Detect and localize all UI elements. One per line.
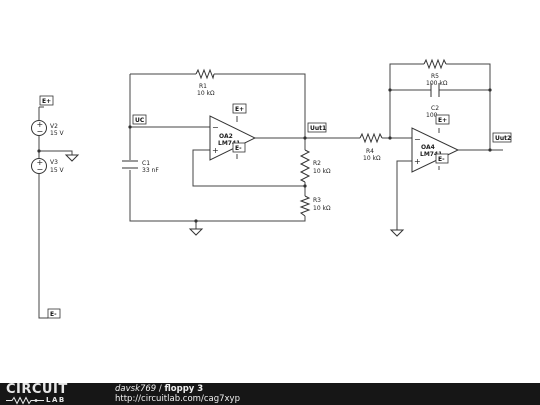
- circuit-title: davsk769 / floppy 3: [115, 384, 203, 394]
- footer-bar: CIRCUIT LAB davsk769 / floppy 3 http://c…: [0, 383, 540, 405]
- r3-value-label: 10 kΩ: [313, 205, 331, 212]
- svg-text:+: +: [414, 157, 421, 166]
- net-tag-uut2[interactable]: Uut2: [492, 132, 512, 143]
- v2-name-label: V2: [50, 123, 58, 130]
- supply-section: [38, 106, 73, 319]
- stage-two-wiring: [382, 63, 503, 230]
- net-tag-e-minus-oa4[interactable]: E-: [435, 153, 449, 164]
- r1-value-label: 10 kΩ: [197, 90, 215, 97]
- oa2-name-label: OA2: [219, 133, 233, 140]
- ground-symbol-supply: [64, 154, 80, 162]
- svg-text:−: −: [37, 127, 44, 136]
- svg-text:E-: E-: [438, 156, 445, 163]
- svg-text:E-: E-: [50, 311, 57, 318]
- voltage-source-v3[interactable]: + − V3 15 V: [31, 158, 65, 174]
- capacitor-c2[interactable]: C2 100: [426, 83, 440, 119]
- svg-text:−: −: [37, 165, 44, 174]
- oa4-model-label: LM741: [420, 151, 442, 158]
- svg-text:E+: E+: [438, 117, 447, 124]
- svg-text:+: +: [37, 158, 44, 167]
- svg-text:+: +: [37, 120, 44, 129]
- op-amp-oa4[interactable]: − + OA4 LM741: [411, 127, 460, 173]
- circuitlab-logo[interactable]: CIRCUIT: [6, 382, 68, 397]
- v3-name-label: V3: [50, 159, 58, 166]
- title-separator: /: [156, 384, 165, 394]
- r4-value-label: 10 kΩ: [363, 155, 381, 162]
- r5-name-label: R5: [431, 73, 439, 80]
- resistor-r4[interactable]: R4 10 kΩ: [359, 132, 383, 162]
- r1-name-label: R1: [199, 83, 207, 90]
- net-tag-uut1[interactable]: Uut1: [307, 122, 327, 133]
- voltage-source-v2[interactable]: + − V2 15 V: [31, 120, 65, 137]
- resistor-r3[interactable]: R3 10 kΩ: [299, 195, 331, 217]
- r4-name-label: R4: [366, 148, 374, 155]
- net-tag-uc[interactable]: UC: [132, 114, 147, 125]
- oa4-name-label: OA4: [421, 144, 435, 151]
- net-tag-e-minus-oa2[interactable]: E-: [232, 142, 246, 153]
- author-link[interactable]: davsk769: [115, 384, 157, 394]
- resistor-logo-icon: [6, 396, 44, 405]
- circuit-schematic: + − V2 15 V + − V3 15 V E+ E-: [31, 58, 512, 319]
- circuitlab-logo-sub: LAB: [6, 396, 86, 405]
- oa2-model-label: LM741: [218, 140, 240, 147]
- project-name: floppy 3: [164, 384, 204, 394]
- svg-text:Uut2: Uut2: [495, 135, 511, 142]
- r2-name-label: R2: [313, 160, 321, 167]
- svg-text:E+: E+: [235, 106, 244, 113]
- net-tag-e-plus-oa4[interactable]: E+: [435, 114, 450, 125]
- c2-name-label: C2: [431, 105, 439, 112]
- c1-name-label: C1: [142, 160, 150, 167]
- svg-text:UC: UC: [135, 117, 145, 124]
- r5-value-label: 100 kΩ: [426, 80, 448, 87]
- v3-value-label: 15 V: [50, 167, 65, 174]
- svg-text:Uut1: Uut1: [310, 125, 326, 132]
- net-tag-e-plus-supply[interactable]: E+: [39, 95, 54, 106]
- ground-symbol-stage-two: [389, 229, 405, 237]
- capacitor-c1[interactable]: C1 33 nF: [122, 160, 159, 174]
- v2-value-label: 15 V: [50, 130, 65, 137]
- c1-value-label: 33 nF: [142, 167, 159, 174]
- ground-symbol-stage-one: [188, 228, 204, 236]
- stage-one-wiring: [129, 73, 360, 229]
- op-amp-oa2[interactable]: − + OA2 LM741: [209, 115, 257, 161]
- svg-text:+: +: [212, 146, 219, 155]
- net-tag-e-plus-oa2[interactable]: E+: [232, 103, 247, 114]
- r2-value-label: 10 kΩ: [313, 168, 331, 175]
- svg-text:−: −: [212, 123, 219, 132]
- svg-text:−: −: [414, 135, 421, 144]
- resistor-r2[interactable]: R2 10 kΩ: [299, 149, 331, 183]
- svg-text:E-: E-: [235, 145, 242, 152]
- resistor-r5[interactable]: R5 100 kΩ: [423, 58, 448, 87]
- resistor-r1[interactable]: R1 10 kΩ: [195, 68, 215, 97]
- net-tag-e-minus-supply[interactable]: E-: [47, 308, 61, 319]
- svg-text:E+: E+: [42, 98, 51, 105]
- logo-lab-text: LAB: [46, 396, 66, 404]
- c2-value-label: 100: [426, 112, 438, 119]
- junction-dots: [37, 88, 492, 223]
- r3-name-label: R3: [313, 197, 321, 204]
- circuit-url-link[interactable]: http://circuitlab.com/cag7xyp: [115, 394, 240, 404]
